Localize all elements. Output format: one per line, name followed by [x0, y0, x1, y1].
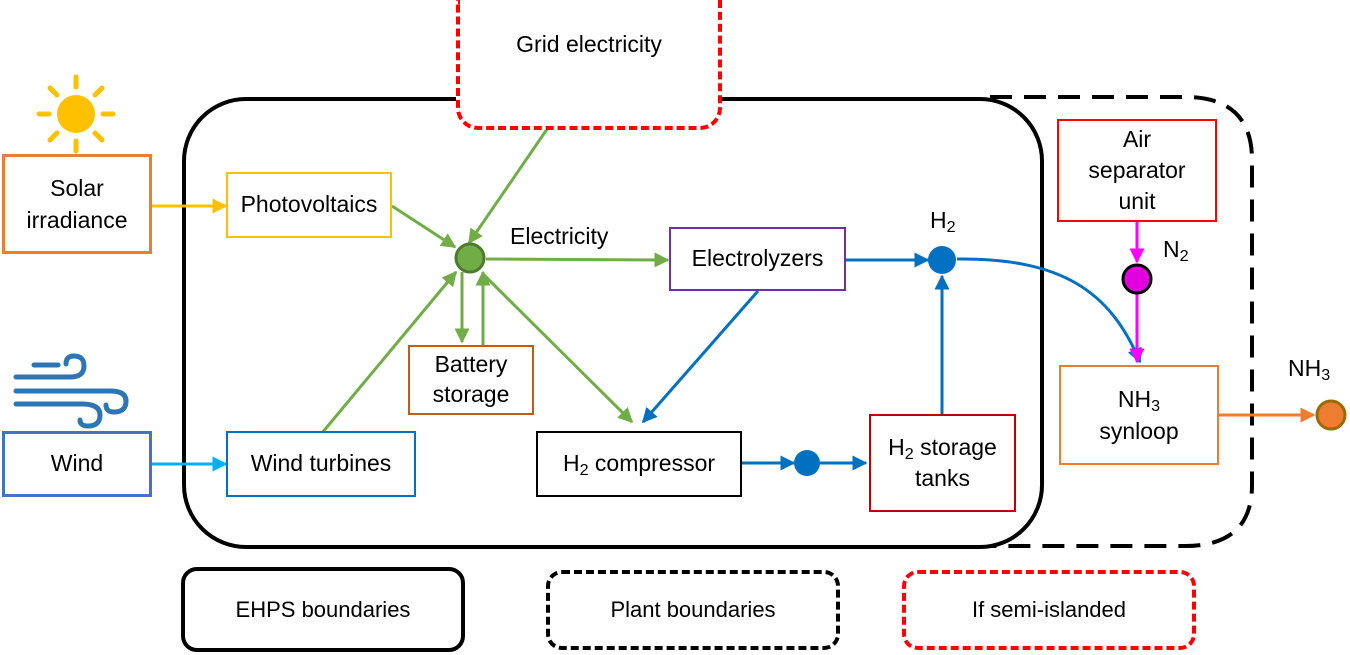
- arrow-node-compressor: [481, 272, 634, 424]
- plant-boundary: [990, 95, 1254, 548]
- electricity-label: Electricity: [510, 223, 609, 249]
- electricity-node: [454, 242, 486, 274]
- synloop-line2: synloop: [1099, 418, 1179, 444]
- arrow-electrolyzers-compressor: [641, 290, 760, 424]
- asu-line3: unit: [1118, 188, 1156, 215]
- photovoltaics-label: Photovoltaics: [240, 191, 378, 218]
- electrolyzers-label: Electrolyzers: [691, 245, 824, 272]
- asu-line2: separator: [1088, 156, 1186, 183]
- h2-compressor-label: H2 compressor: [562, 450, 716, 480]
- arrow-h2-synloop: [956, 257, 1142, 364]
- legend-ehps: EHPS boundaries: [181, 567, 465, 652]
- h2-storage-line1: H2 storage: [888, 433, 997, 463]
- nh3-synloop-box: NH3 synloop: [1059, 365, 1219, 465]
- n2-node: [1121, 263, 1153, 295]
- synloop-line1: NH3: [1117, 385, 1161, 415]
- h2-storage-tanks-box: H2 storage tanks: [869, 414, 1016, 512]
- wind-icon: [13, 353, 129, 429]
- grid-electricity-label: Grid electricity: [516, 31, 662, 58]
- battery-line2: storage: [432, 381, 510, 407]
- legend-ehps-label: EHPS boundaries: [235, 596, 411, 622]
- n2-label: N2: [1163, 236, 1189, 266]
- h2-compressor-box: H2 compressor: [536, 431, 742, 497]
- battery-storage-box: Battery storage: [408, 345, 534, 415]
- legend-plant: Plant boundaries: [546, 570, 840, 650]
- arrow-turbines-node: [320, 270, 458, 434]
- solar-line1: Solar: [50, 174, 104, 201]
- nh3-node: [1315, 399, 1347, 431]
- h2-node: [928, 246, 956, 274]
- arrow-pv-node: [391, 204, 457, 249]
- wind-label: Wind: [50, 450, 104, 477]
- wind-box: Wind: [2, 431, 152, 497]
- electrolyzers-box: Electrolyzers: [669, 227, 846, 291]
- grid-electricity-box: Grid electricity: [456, 0, 722, 130]
- compressor-tank-node: [794, 450, 820, 476]
- solar-irradiance-box: Solar irradiance: [2, 154, 152, 254]
- legend-plant-label: Plant boundaries: [610, 597, 776, 622]
- asu-line1: Air: [1122, 125, 1152, 152]
- legend-semi-islanded: If semi-islanded: [902, 570, 1196, 650]
- h2-label: H2: [930, 207, 956, 237]
- wind-turbines-box: Wind turbines: [226, 431, 416, 497]
- photovoltaics-box: Photovoltaics: [226, 172, 392, 238]
- wind-turbines-label: Wind turbines: [250, 450, 392, 477]
- battery-line1: Battery: [434, 351, 508, 378]
- nh3-label: NH3: [1288, 355, 1331, 385]
- h2-storage-line2: tanks: [915, 465, 970, 491]
- legend-semi-label: If semi-islanded: [971, 597, 1127, 622]
- arrow-node-electrolyzers: [485, 252, 670, 268]
- solar-line2: irradiance: [26, 207, 128, 233]
- sun-icon: [36, 74, 116, 154]
- air-separator-unit-box: Air separator unit: [1057, 119, 1217, 222]
